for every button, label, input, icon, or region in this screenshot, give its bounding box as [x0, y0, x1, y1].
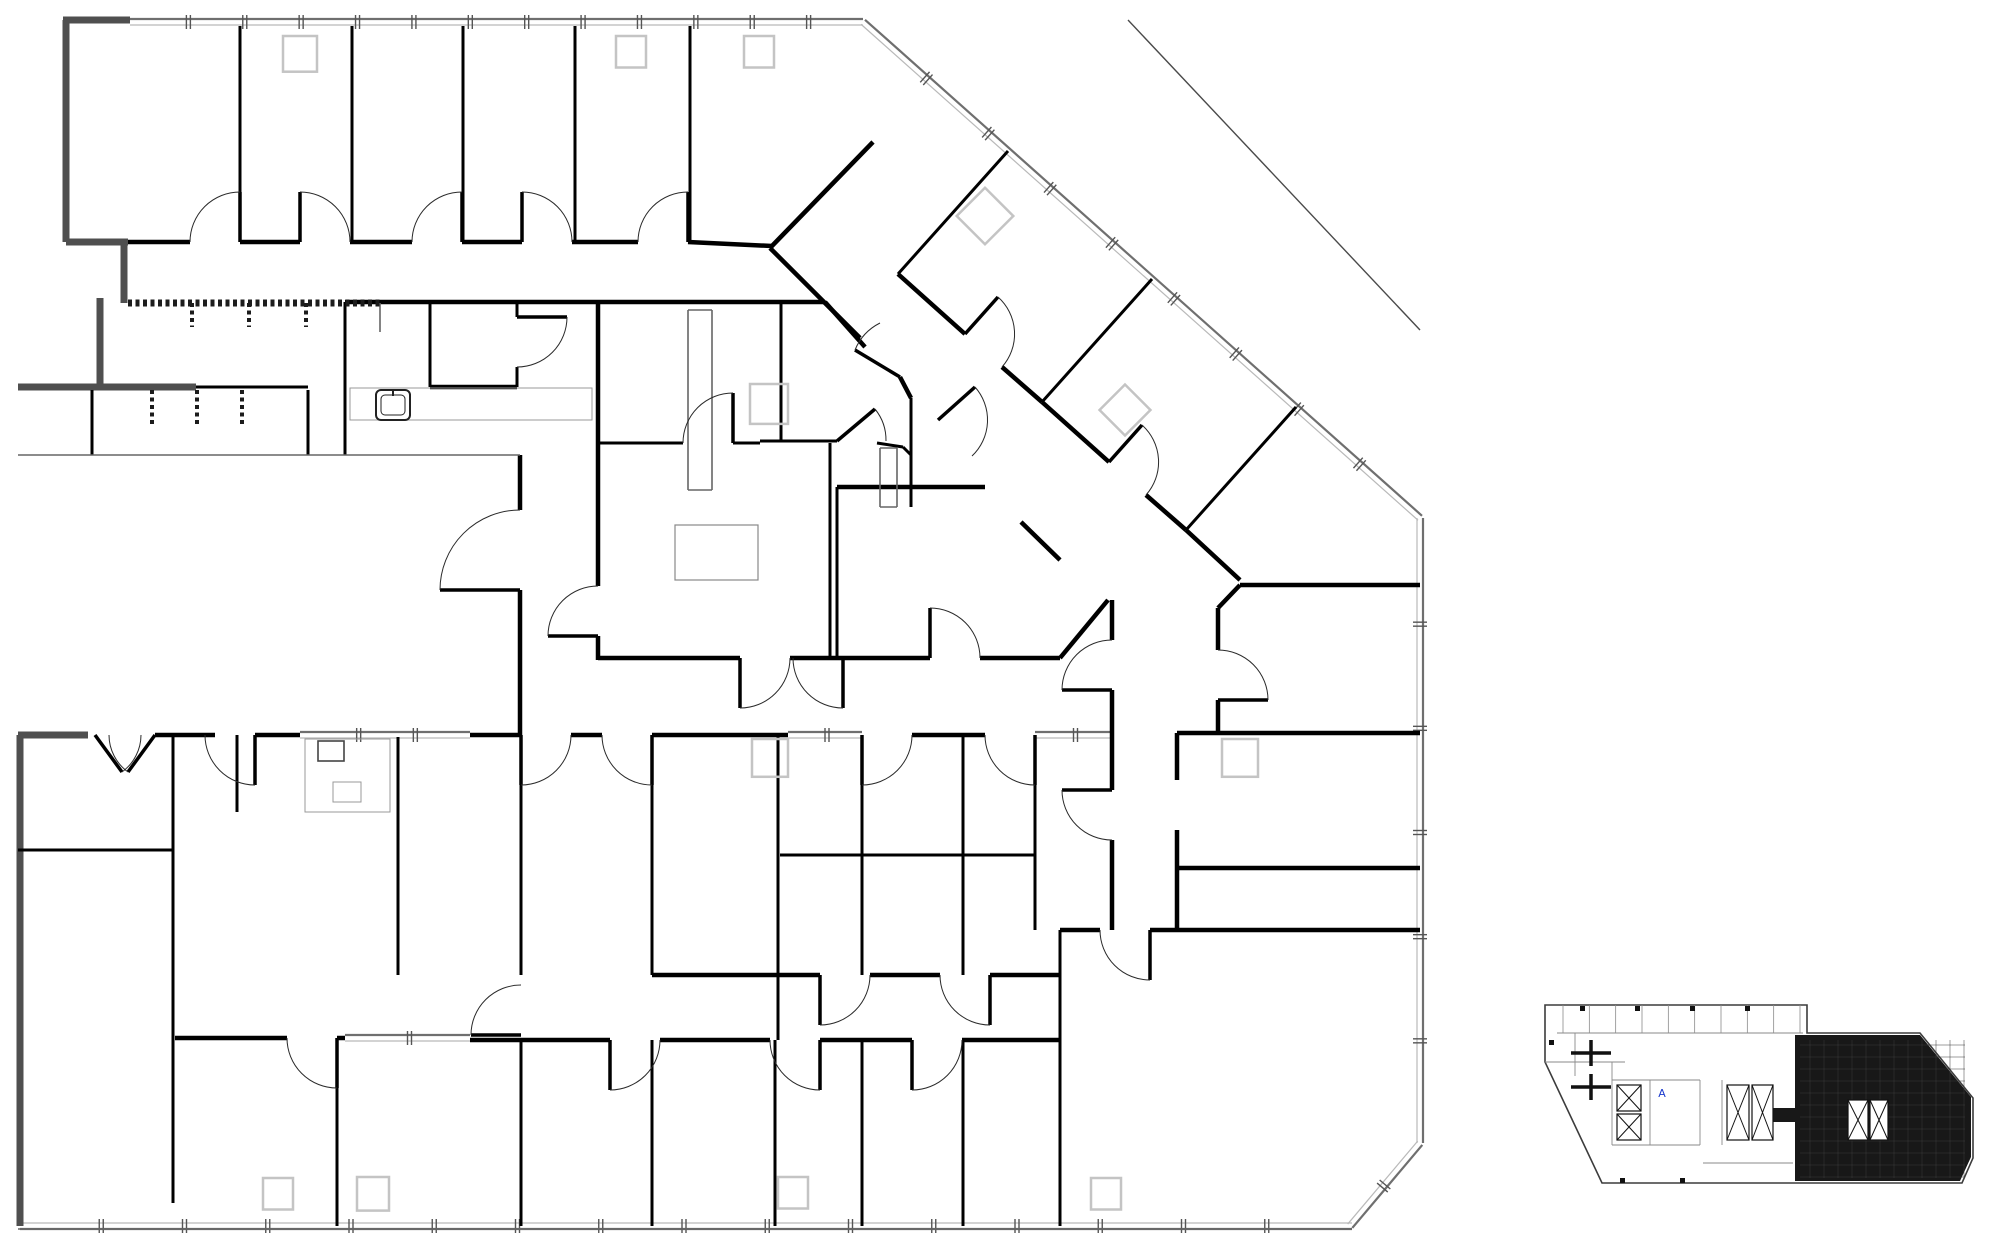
column-markers	[261, 34, 1260, 1212]
door-swings	[93, 191, 1269, 1091]
fixtures	[304, 387, 759, 813]
interior-walls	[16, 16, 1420, 1230]
site-reference-line	[1127, 19, 1421, 331]
key-plan-label-a: A	[1658, 1087, 1666, 1100]
key-plan: A	[1544, 1004, 1974, 1184]
